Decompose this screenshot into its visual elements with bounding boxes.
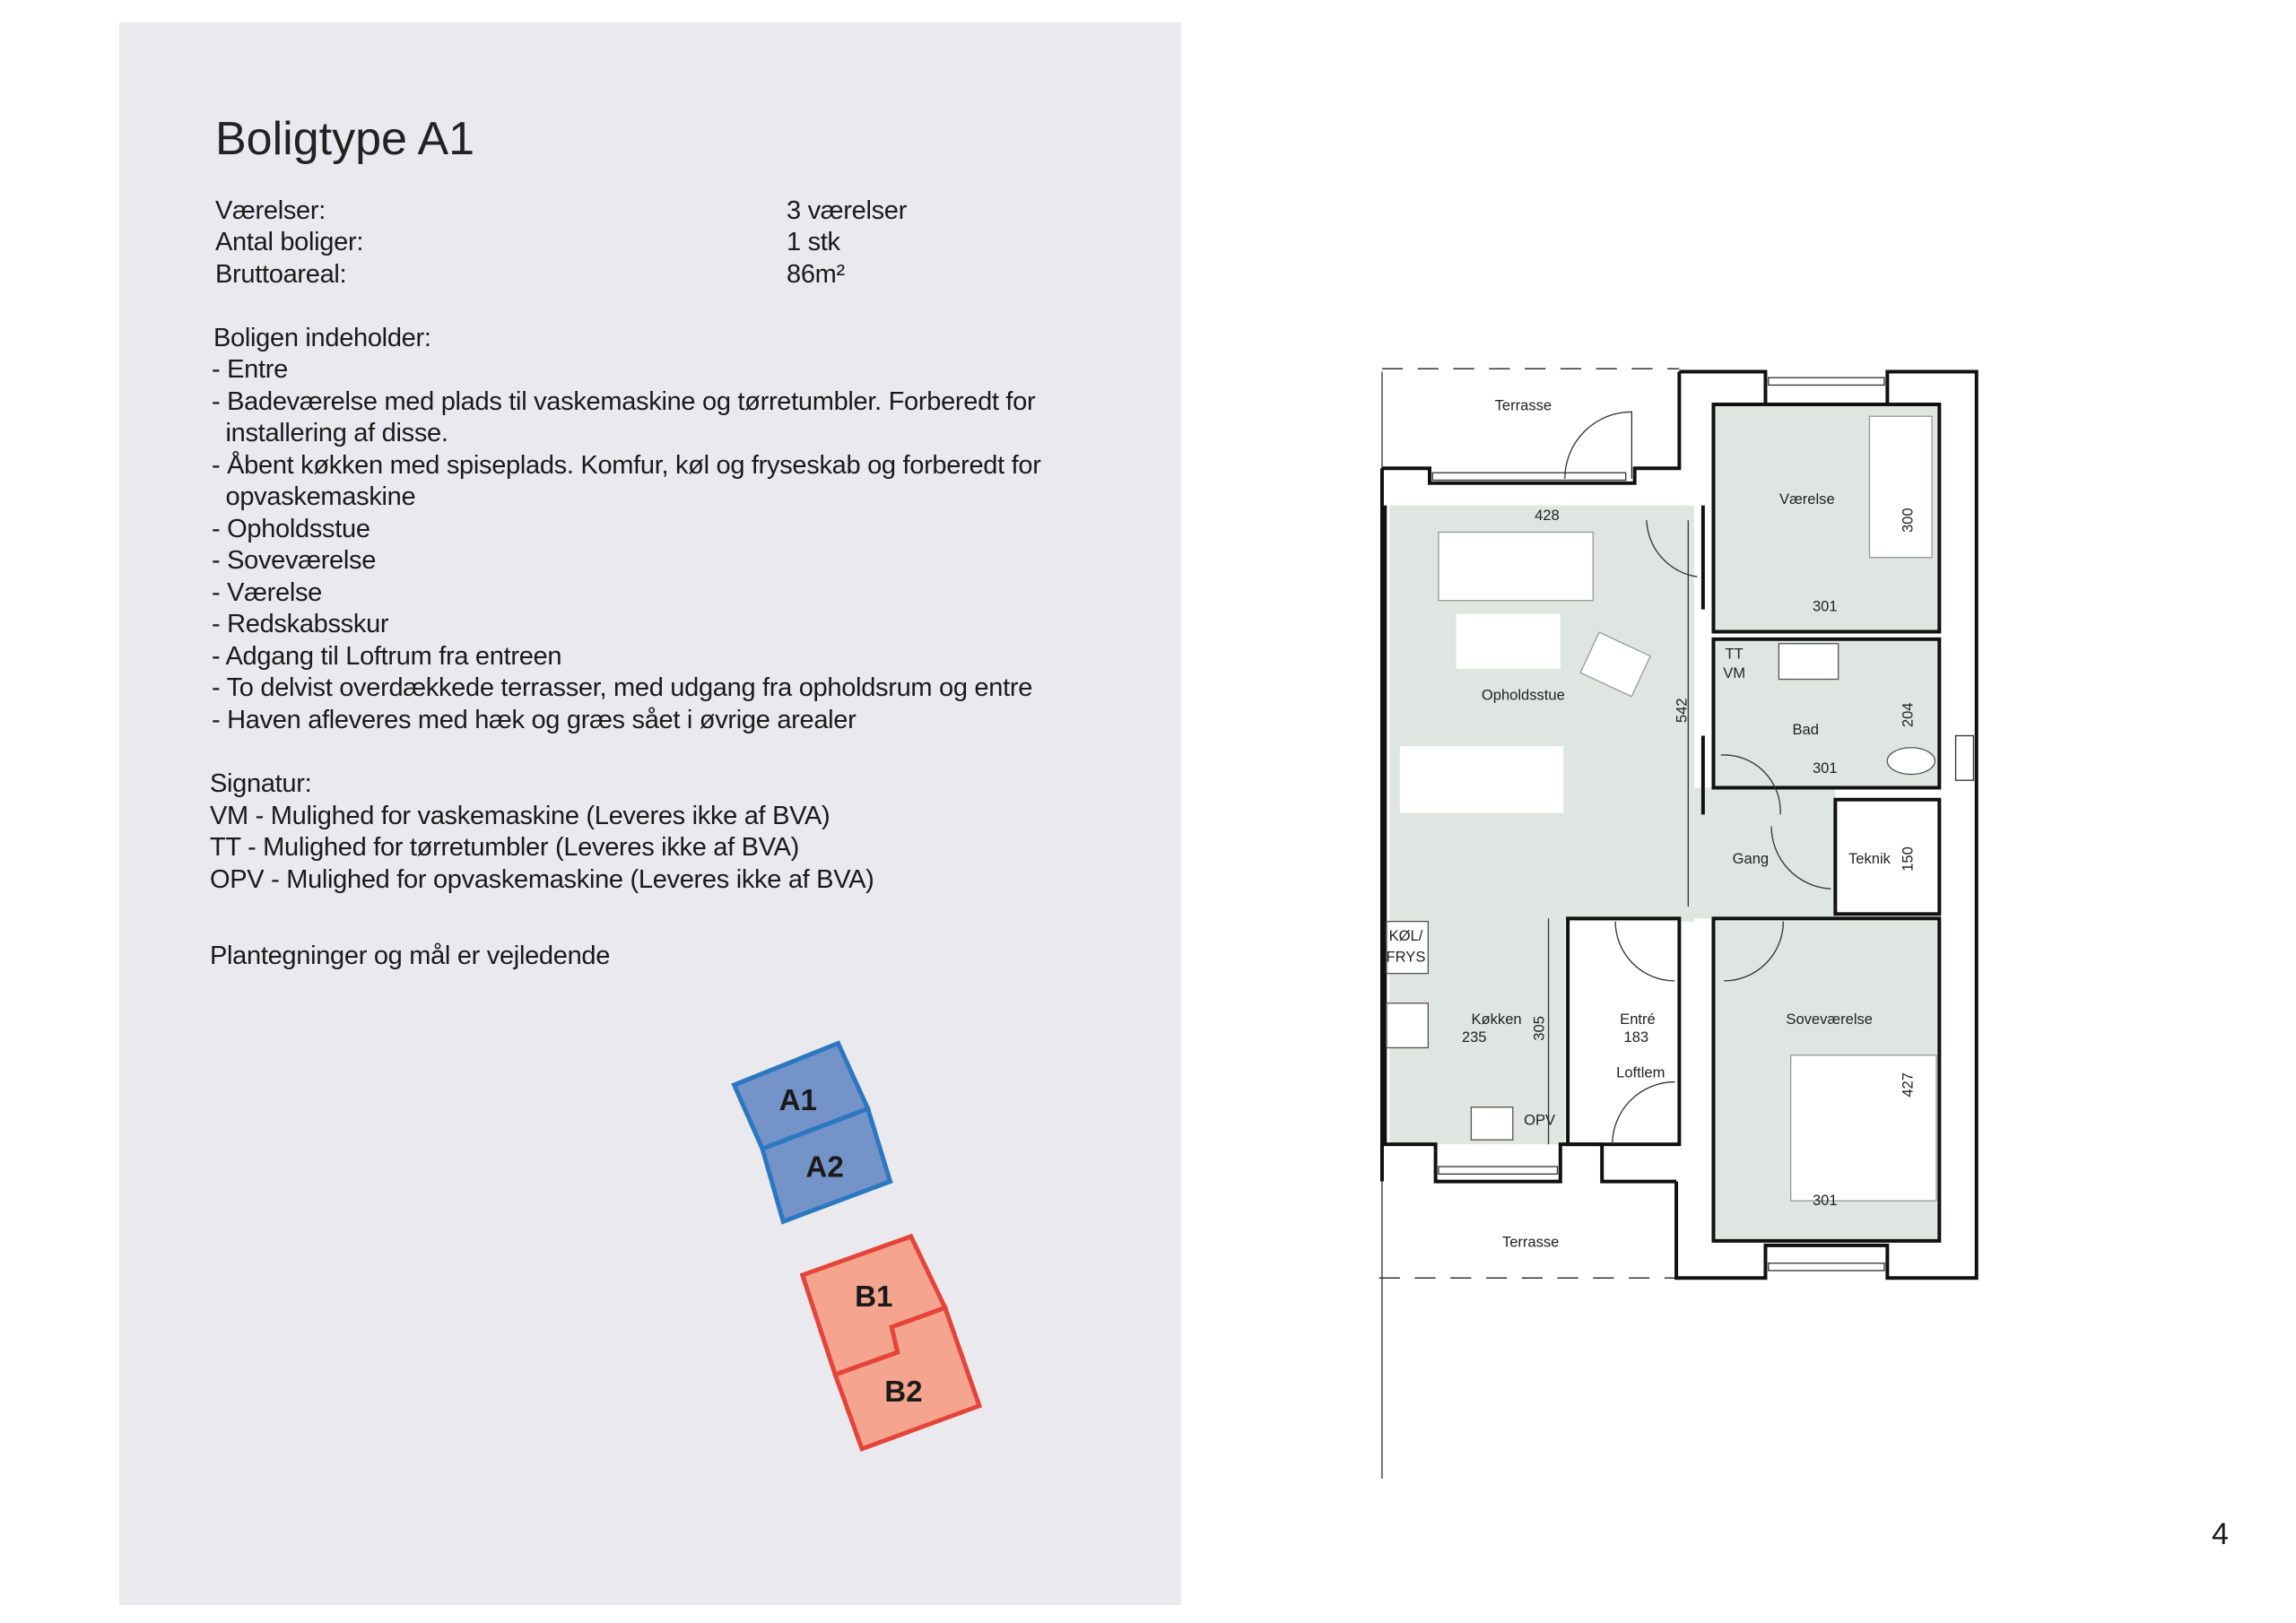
label-opholdsstue: Opholdsstue [1482, 687, 1565, 704]
document-page [119, 22, 1181, 1605]
contents-item: - To delvist overdækkede terrasser, med … [212, 673, 1033, 702]
building-b2 [832, 1305, 983, 1453]
label-vaerelse: Værelse [1779, 490, 1835, 508]
contents-item: opvaskemaskine [212, 482, 416, 511]
label-frys: FRYS [1387, 948, 1426, 965]
floor-plan: Terrasse Værelse 301 300 428 Opholdsstue… [1378, 368, 1979, 1479]
label-terrasse-top: Terrasse [1495, 397, 1552, 414]
dim-bad-w: 301 [1813, 759, 1838, 777]
dim-sove-w: 301 [1813, 1192, 1838, 1209]
label-kol: KØL/ [1389, 927, 1423, 944]
contents-item: - Entre [212, 355, 288, 384]
contents-item: - Værelse [212, 578, 322, 607]
contents-item: - Adgang til Loftrum fra entreen [212, 642, 562, 671]
contents-heading: Boligen indeholder: [213, 324, 431, 352]
contents-item: - Redskabsskur [212, 610, 389, 638]
label-tt: TT [1726, 645, 1744, 662]
dim-teknik-h: 150 [1900, 846, 1917, 872]
label-a2: A2 [805, 1151, 843, 1185]
signature-item: TT - Mulighed for tørretumbler (Leveres … [210, 833, 799, 862]
fact-value: 1 stk [787, 228, 840, 256]
fact-label: Bruttoareal: [215, 260, 347, 289]
room-fill [1693, 787, 1836, 919]
label-vm: VM [1723, 664, 1745, 681]
dim-vaerelse-w: 301 [1813, 597, 1838, 614]
label-opv: OPV [1524, 1112, 1555, 1129]
page-number: 4 [2212, 1517, 2229, 1551]
building-a2 [760, 1106, 893, 1225]
label-terrasse-bottom: Terrasse [1502, 1233, 1559, 1250]
contents-item: installering af disse. [212, 419, 448, 447]
fact-value: 3 værelser [787, 196, 907, 225]
label-teknik: Teknik [1848, 850, 1892, 867]
contents-item: - Badeværelse med plads til vaskemaskine… [212, 387, 1036, 416]
dim-sove-h: 427 [1900, 1072, 1917, 1098]
label-b2: B2 [884, 1376, 922, 1409]
building-key: A1 A2 B1 B2 [731, 1040, 983, 1453]
signature-item: VM - Mulighed for vaskemaskine (Leveres … [210, 802, 831, 830]
label-a1: A1 [779, 1084, 817, 1117]
page-title: Boligtype A1 [215, 113, 475, 165]
dim-entre-w: 183 [1624, 1028, 1649, 1046]
dim-opholdsstue-h: 542 [1674, 699, 1691, 724]
dim-bad-h: 204 [1900, 702, 1917, 727]
label-sovevaerelse: Soveværelse [1786, 1011, 1873, 1028]
contents-item: - Opholdsstue [212, 515, 370, 543]
fact-value: 86m² [787, 260, 845, 289]
signature-item: OPV - Mulighed for opvaskemaskine (Lever… [210, 865, 874, 894]
label-kokken: Køkken [1472, 1011, 1522, 1028]
dim-vaerelse-h: 300 [1900, 508, 1917, 533]
contents-item: - Haven afleveres med hæk og græs sået i… [212, 706, 857, 734]
dim-kokken-w: 235 [1462, 1028, 1487, 1046]
dim-opholdsstue-w: 428 [1535, 507, 1560, 524]
disclaimer: Plantegninger og mål er vejledende [210, 942, 611, 970]
label-entre: Entré [1620, 1011, 1656, 1028]
fact-label: Antal boliger: [215, 228, 364, 256]
contents-item: - Soveværelse [212, 546, 377, 575]
label-b1: B1 [855, 1280, 892, 1314]
contents-item: - Åbent køkken med spiseplads. Komfur, k… [212, 451, 1041, 480]
signature-heading: Signatur: [210, 769, 312, 798]
dim-kokken-h: 305 [1531, 1016, 1548, 1041]
label-loftlem: Loftlem [1616, 1064, 1665, 1081]
label-gang: Gang [1733, 850, 1769, 867]
label-bad: Bad [1792, 721, 1818, 738]
fact-label: Værelser: [215, 196, 326, 225]
